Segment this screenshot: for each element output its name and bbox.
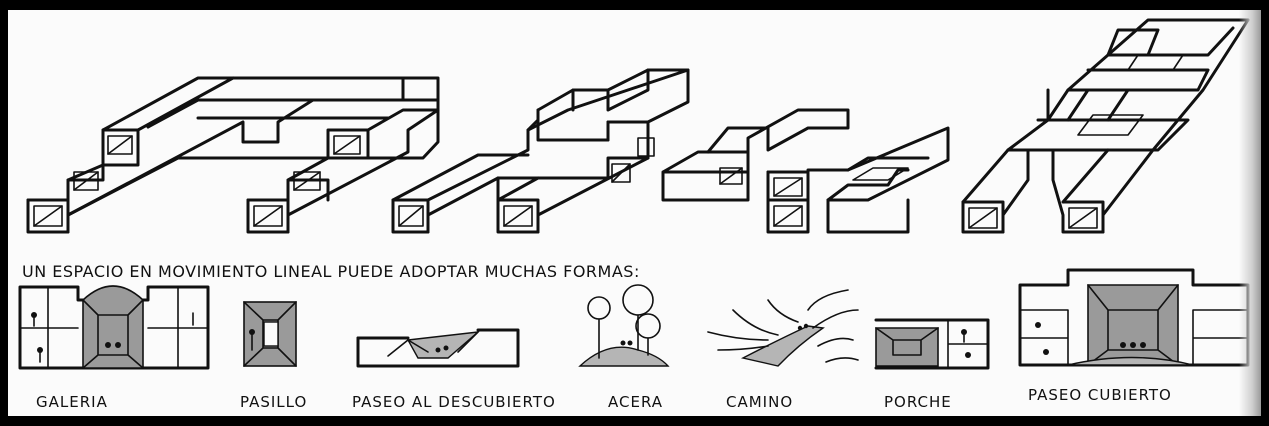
twisting-volume-sketch <box>661 108 950 234</box>
label-porche: PORCHE <box>884 393 952 411</box>
u-shaped-volume-sketch <box>26 76 440 234</box>
sketch-drawing <box>18 18 1250 370</box>
page-edge-shadow <box>1239 10 1261 416</box>
paseo-descubierto-sketch <box>356 328 520 368</box>
label-pasillo: PASILLO <box>240 393 308 411</box>
label-acera: ACERA <box>608 393 664 411</box>
label-paseo-descubierto: PASEO AL DESCUBIERTO <box>352 393 556 411</box>
zigzag-volume-sketch <box>961 18 1250 234</box>
porche-sketch <box>874 318 990 370</box>
sketch-sheet: UN ESPACIO EN MOVIMIENTO LINEAL PUEDE AD… <box>8 10 1261 416</box>
stepped-volume-sketch <box>391 68 690 234</box>
galeria-sketch <box>18 285 210 370</box>
label-galeria: GALERIA <box>36 393 108 411</box>
label-camino: CAMINO <box>726 393 794 411</box>
paseo-cubierto-sketch <box>1018 268 1250 367</box>
label-paseo-cubierto: PASEO CUBIERTO <box>1028 386 1172 404</box>
acera-sketch <box>578 284 670 367</box>
pasillo-sketch <box>243 301 297 367</box>
caption-text: UN ESPACIO EN MOVIMIENTO LINEAL PUEDE AD… <box>22 262 640 281</box>
camino-sketch <box>707 289 859 367</box>
